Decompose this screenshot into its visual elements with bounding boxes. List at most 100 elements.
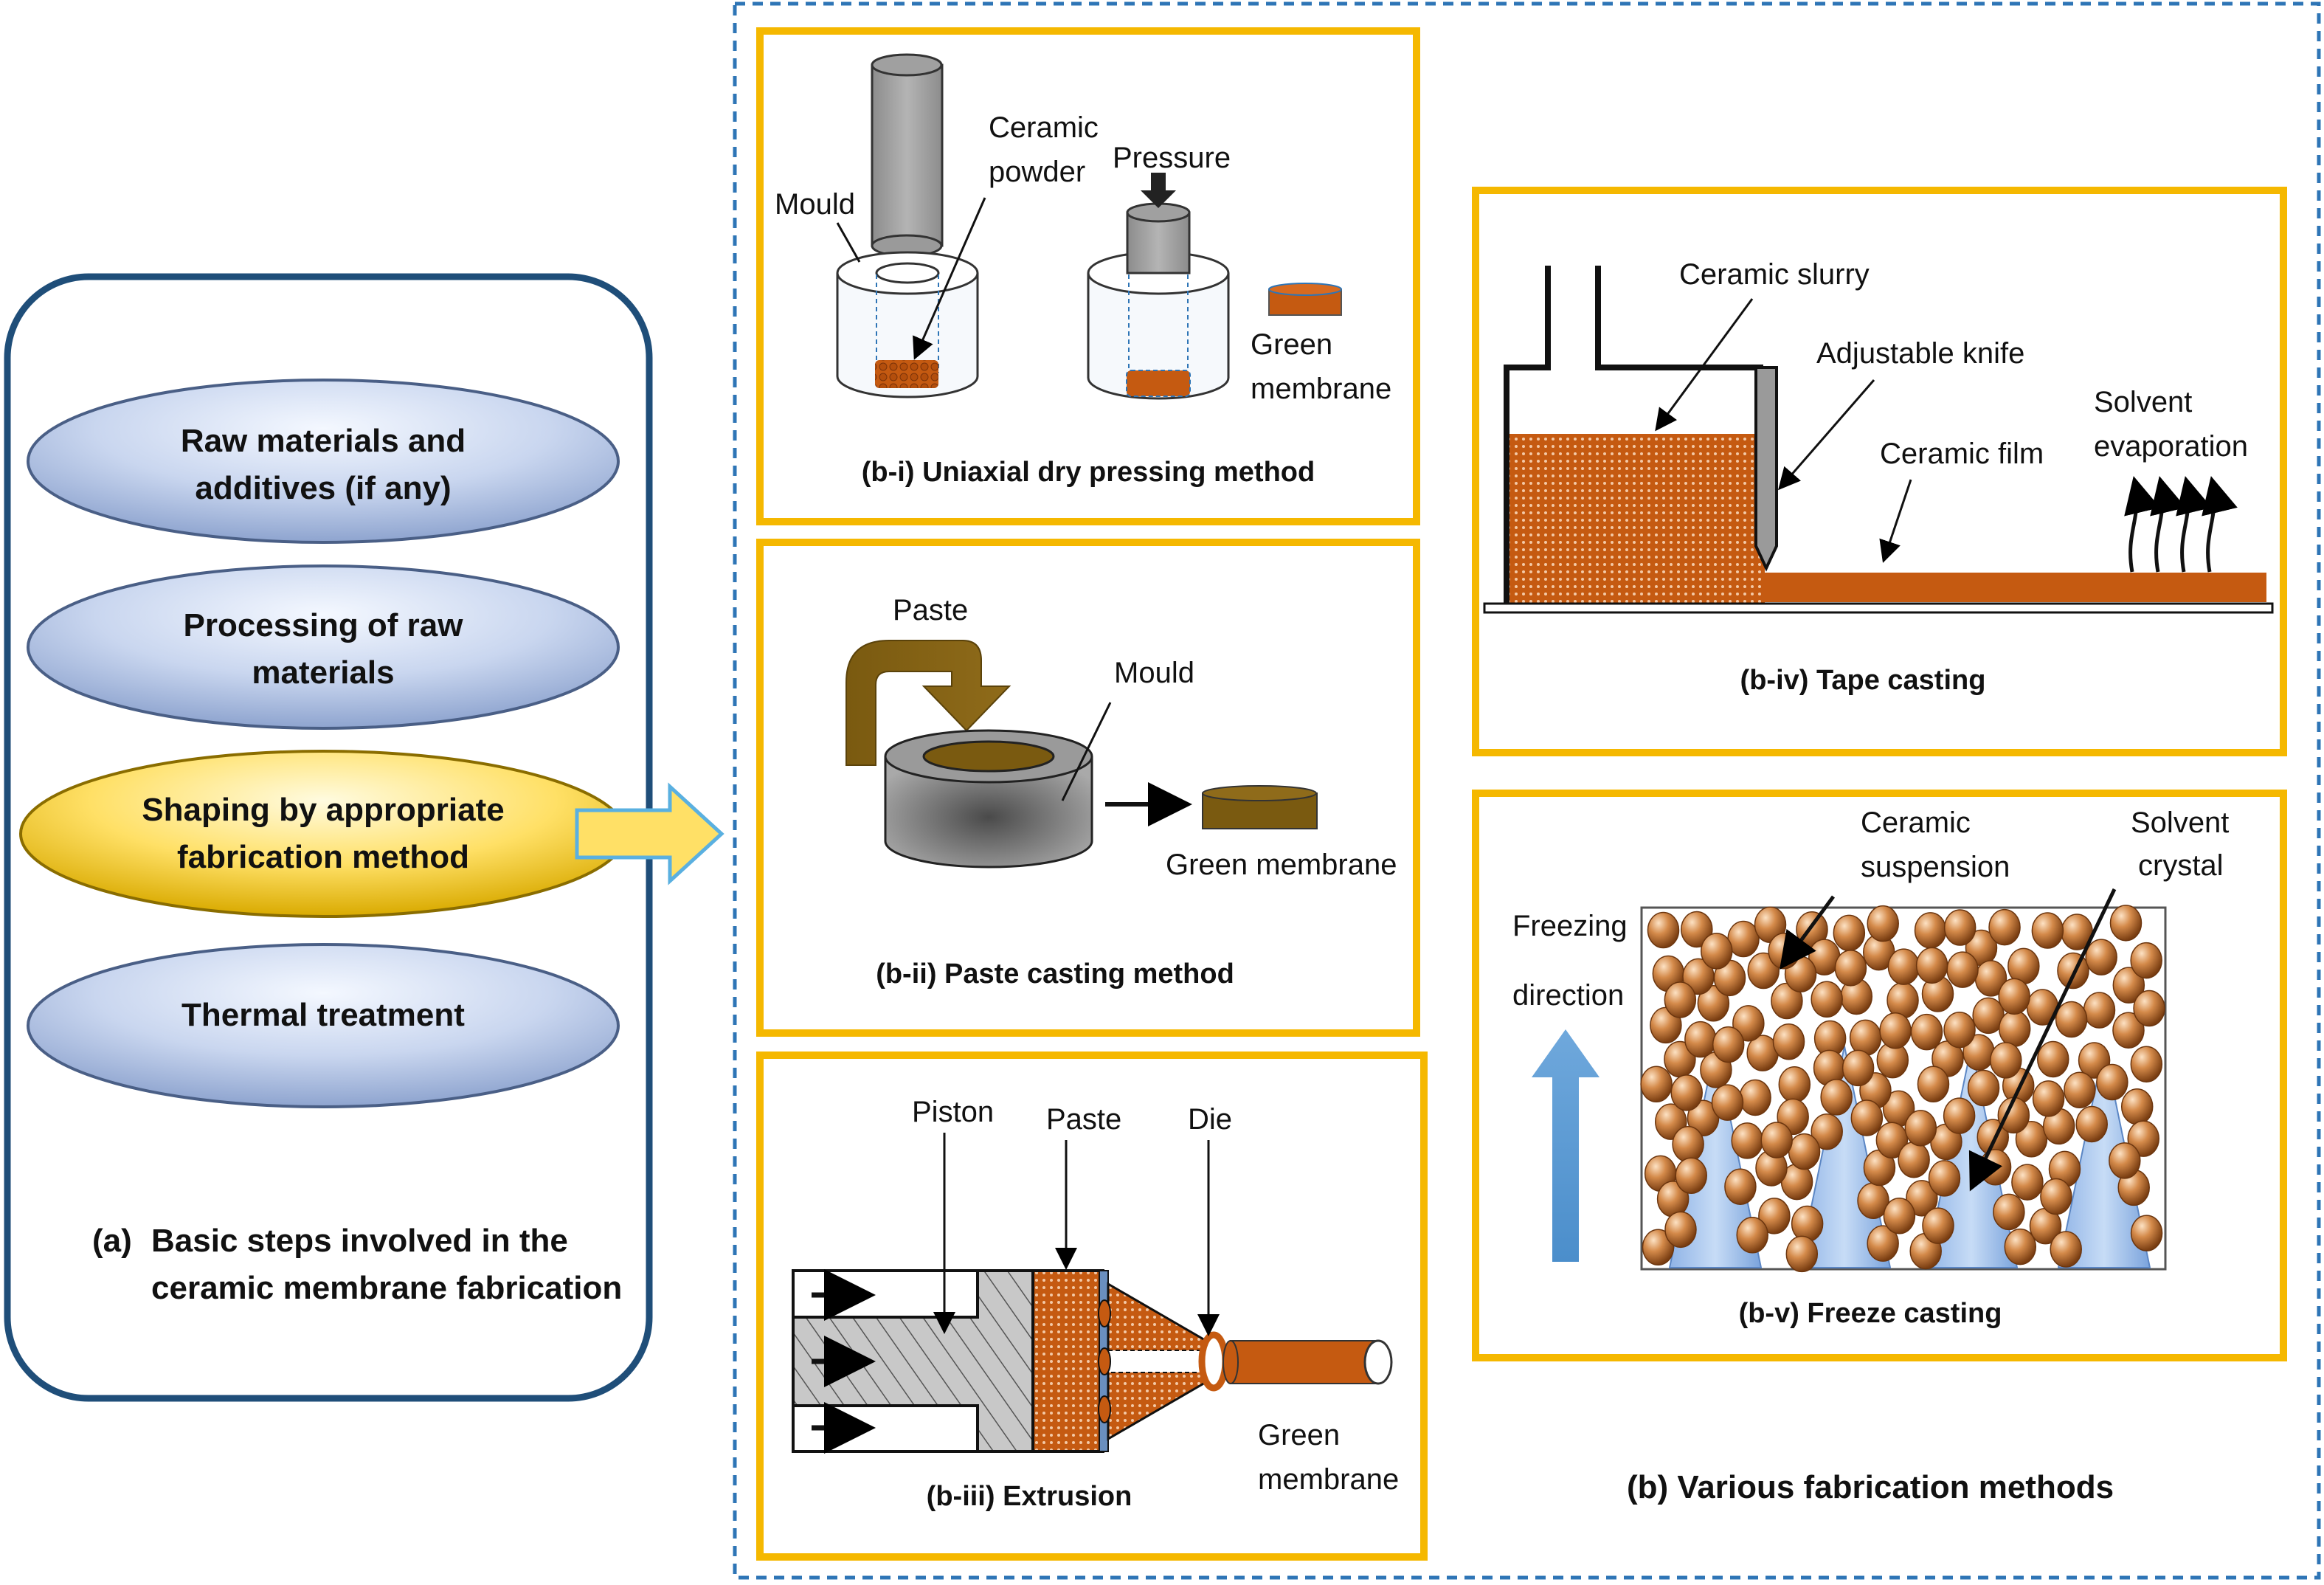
ceramic-particle [2130, 1046, 2163, 1082]
ceramic-particle [1867, 905, 1899, 942]
pointer-mould [836, 222, 861, 263]
ceramic-particle [1943, 1097, 1976, 1134]
ceramic-particle [2032, 1080, 2065, 1117]
die-ring [1198, 1331, 1229, 1392]
ceramic-particle [2037, 1040, 2069, 1078]
pointer-mould [1061, 702, 1112, 801]
pointer-crystal [1968, 888, 2117, 1192]
label-solvent-line1: Solvent [2094, 386, 2192, 418]
ceramic-particle [1697, 985, 1730, 1022]
ceramic-particle [1711, 1084, 1744, 1121]
paste-flow-arrow [845, 640, 1011, 766]
ceramic-particle [2120, 1088, 2154, 1125]
ceramic-particle [1760, 1122, 1793, 1158]
ceramic-particle [1687, 1099, 1720, 1137]
label-freezing-line1: Freezing [1512, 910, 1628, 942]
step-ellipse [27, 379, 620, 544]
step-label-line2: materials [252, 655, 394, 691]
panel-b-v-title: (b-v) Freeze casting [1739, 1298, 2002, 1329]
ceramic-powder [875, 360, 938, 388]
paste-mould [884, 729, 1093, 869]
ceramic-particle [2004, 1228, 2037, 1265]
label-ceramic-slurry: Ceramic slurry [1679, 258, 1870, 291]
ceramic-particle [1647, 911, 1680, 949]
label-pressure: Pressure [1113, 142, 1231, 174]
ceramic-particle [1642, 1229, 1675, 1266]
ceramic-particle [1640, 1066, 1673, 1102]
ceramic-particle [1791, 1205, 1824, 1243]
ceramic-particle [1736, 1217, 1768, 1254]
evaporation-arrows [2124, 476, 2238, 573]
ceramic-particle [1747, 952, 1780, 990]
ceramic-particle [1915, 947, 1948, 984]
ceramic-particle [1922, 1207, 1954, 1244]
ceramic-particle [1914, 912, 1947, 949]
pointer-ceramic-powder [913, 197, 986, 360]
casting-base [1483, 602, 2274, 614]
ceramic-particle [1887, 948, 1920, 985]
panel-a: Raw materials and additives (if any) Pro… [4, 273, 653, 1402]
ceramic-particle [1820, 1079, 1853, 1116]
label-suspension-line1: Ceramic [1861, 807, 1971, 839]
label-adjustable-knife: Adjustable knife [1816, 337, 2024, 370]
label-green-line2: membrane [1251, 373, 1391, 405]
panel-b-iii: Piston Paste Die Green membrane (b-iii) … [756, 1052, 1428, 1561]
ceramic-particle [1883, 1198, 1916, 1234]
label-green-line1: Green [1251, 328, 1332, 361]
panel-b-i: Mould Ceramic powder Pressure Green memb… [756, 27, 1420, 525]
label-green-line1: Green [1258, 1419, 1340, 1451]
ceramic-particle [1739, 1079, 1771, 1116]
ceramic-particle [2130, 942, 2162, 979]
ceramic-particle [1772, 1023, 1805, 1060]
ceramic-particle [1904, 1110, 1937, 1147]
ceramic-particle [1664, 1211, 1697, 1249]
panel-b-ii-title: (b-ii) Paste casting method [876, 959, 1234, 990]
label-paste: Paste [893, 594, 968, 626]
ceramic-particle [1917, 1066, 1950, 1103]
ceramic-particle [1731, 1122, 1763, 1159]
ceramic-particle [2112, 1012, 2145, 1049]
paste-green-membrane [1202, 785, 1318, 829]
panel-b-iv-title: (b-iv) Tape casting [1740, 665, 1986, 696]
ceramic-particle [1967, 1069, 2000, 1107]
label-ceramic-film: Ceramic film [1880, 438, 2044, 470]
ceramic-particle [1879, 1012, 1912, 1049]
label-ceramic-line2: powder [989, 156, 1085, 188]
ceramic-particle [2096, 1063, 2128, 1101]
ceramic-slurry [1509, 434, 1765, 604]
label-freezing-line2: direction [1512, 979, 1624, 1012]
ceramic-film [1765, 573, 2266, 602]
ceramic-particle [2040, 1178, 2072, 1215]
ceramic-particle [1811, 1113, 1843, 1150]
ceramic-particle [1785, 1235, 1819, 1273]
press-piston [871, 53, 944, 258]
pointer-knife [1778, 379, 1875, 491]
step-ellipse [27, 943, 620, 1108]
label-ceramic-line1: Ceramic [989, 111, 1099, 144]
panel-b-iii-title: (b-iii) Extrusion [927, 1481, 1132, 1512]
panel-b-i-title: (b-i) Uniaxial dry pressing method [862, 457, 1315, 488]
block-arrow-to-methods [575, 782, 724, 885]
ceramic-particle [1712, 1026, 1745, 1063]
freezing-direction-arrow [1532, 1029, 1600, 1262]
ceramic-particle [2031, 912, 2064, 949]
pointer-slurry [1655, 298, 1754, 432]
label-green-membrane: Green membrane [1166, 849, 1397, 881]
ceramic-particle [1841, 1049, 1875, 1087]
pointer-film [1879, 479, 1912, 563]
ceramic-particle [1732, 1005, 1765, 1042]
ceramic-particle [2064, 1071, 2096, 1109]
step-ellipse [27, 564, 620, 730]
ceramic-particle [1998, 978, 2030, 1015]
label-crystal-line2: crystal [2138, 849, 2224, 882]
step-shaping: Shaping by appropriate fabrication metho… [19, 750, 627, 918]
ceramic-particle [1993, 1193, 2025, 1231]
step-label-line1: Thermal treatment [181, 997, 465, 1033]
ceramic-particle [1946, 951, 1979, 988]
label-die: Die [1188, 1103, 1232, 1136]
ceramic-particle [1778, 1066, 1811, 1103]
ceramic-particle [1990, 1042, 2022, 1079]
ceramic-particle [2085, 939, 2117, 975]
ceramic-particle [1788, 1133, 1821, 1170]
label-crystal-line1: Solvent [2131, 807, 2229, 839]
